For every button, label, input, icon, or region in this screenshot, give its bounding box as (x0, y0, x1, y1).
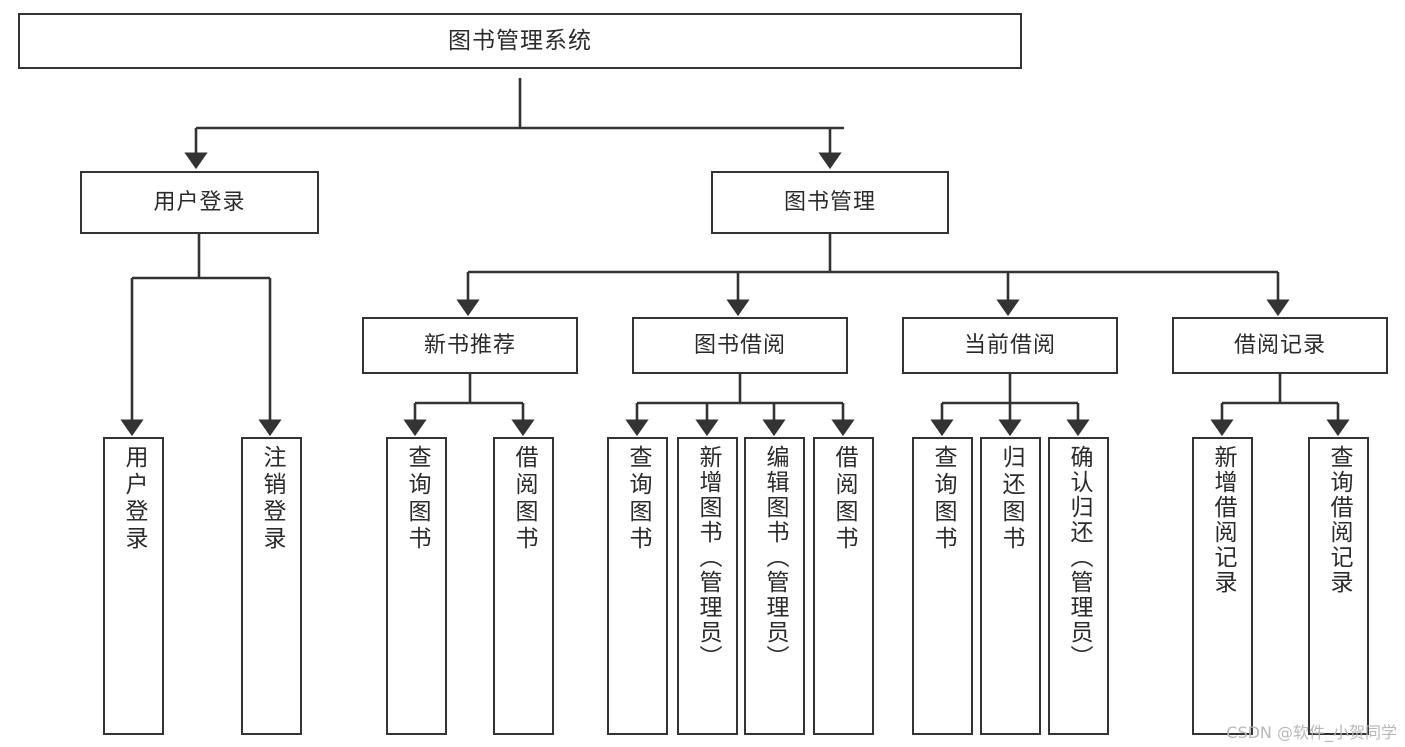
node-borrow-record[interactable]: 借阅记录 (1172, 317, 1388, 374)
node-label: 借阅图书 (511, 445, 537, 553)
node-label: 注销登录 (259, 445, 285, 553)
node-label: 归还图书 (998, 445, 1024, 553)
node-label: 查询借阅记录 (1326, 445, 1352, 595)
leaf-return-book[interactable]: 归还图书 (980, 437, 1041, 735)
leaf-add-book[interactable]: 新增图书（管理员） (677, 437, 738, 735)
node-label: 新增借阅记录 (1210, 445, 1236, 595)
leaf-borrow-book[interactable]: 借阅图书 (813, 437, 874, 735)
leaf-query-borrow-record[interactable]: 查询借阅记录 (1308, 437, 1369, 735)
node-new-book-recommend[interactable]: 新书推荐 (362, 317, 578, 374)
node-label: 查询图书 (404, 445, 430, 553)
node-label: 借阅记录 (1233, 332, 1326, 358)
node-label: 新书推荐 (423, 332, 516, 358)
node-label: 确认归还（管理员） (1066, 445, 1092, 670)
watermark: CSDN @软件_小贺同学 (1226, 723, 1397, 742)
node-label: 图书借阅 (693, 332, 786, 358)
leaf-user-login[interactable]: 用户登录 (103, 437, 164, 735)
node-label: 用户登录 (121, 445, 147, 553)
leaf-query-book-borrow[interactable]: 查询图书 (607, 437, 668, 735)
node-label: 图书管理 (783, 189, 876, 215)
leaf-confirm-return[interactable]: 确认归还（管理员） (1048, 437, 1109, 735)
leaf-borrow-book-recommend[interactable]: 借阅图书 (493, 437, 554, 735)
leaf-edit-book[interactable]: 编辑图书（管理员） (744, 437, 805, 735)
node-label: 借阅图书 (831, 445, 857, 553)
leaf-query-book-current[interactable]: 查询图书 (912, 437, 973, 735)
node-label: 当前借阅 (963, 332, 1056, 358)
node-label: 图书管理系统 (448, 27, 592, 54)
leaf-query-book-recommend[interactable]: 查询图书 (386, 437, 447, 735)
node-label: 查询图书 (930, 445, 956, 553)
node-label: 用户登录 (153, 189, 246, 215)
node-root-system[interactable]: 图书管理系统 (18, 13, 1022, 69)
node-current-borrow[interactable]: 当前借阅 (902, 317, 1118, 374)
node-user-login[interactable]: 用户登录 (80, 171, 319, 234)
node-book-manage[interactable]: 图书管理 (711, 171, 949, 234)
leaf-logout[interactable]: 注销登录 (241, 437, 302, 735)
node-label: 查询图书 (625, 445, 651, 553)
leaf-add-borrow-record[interactable]: 新增借阅记录 (1192, 437, 1253, 735)
node-book-borrow[interactable]: 图书借阅 (632, 317, 848, 374)
node-label: 新增图书（管理员） (695, 445, 721, 670)
node-label: 编辑图书（管理员） (762, 445, 788, 670)
